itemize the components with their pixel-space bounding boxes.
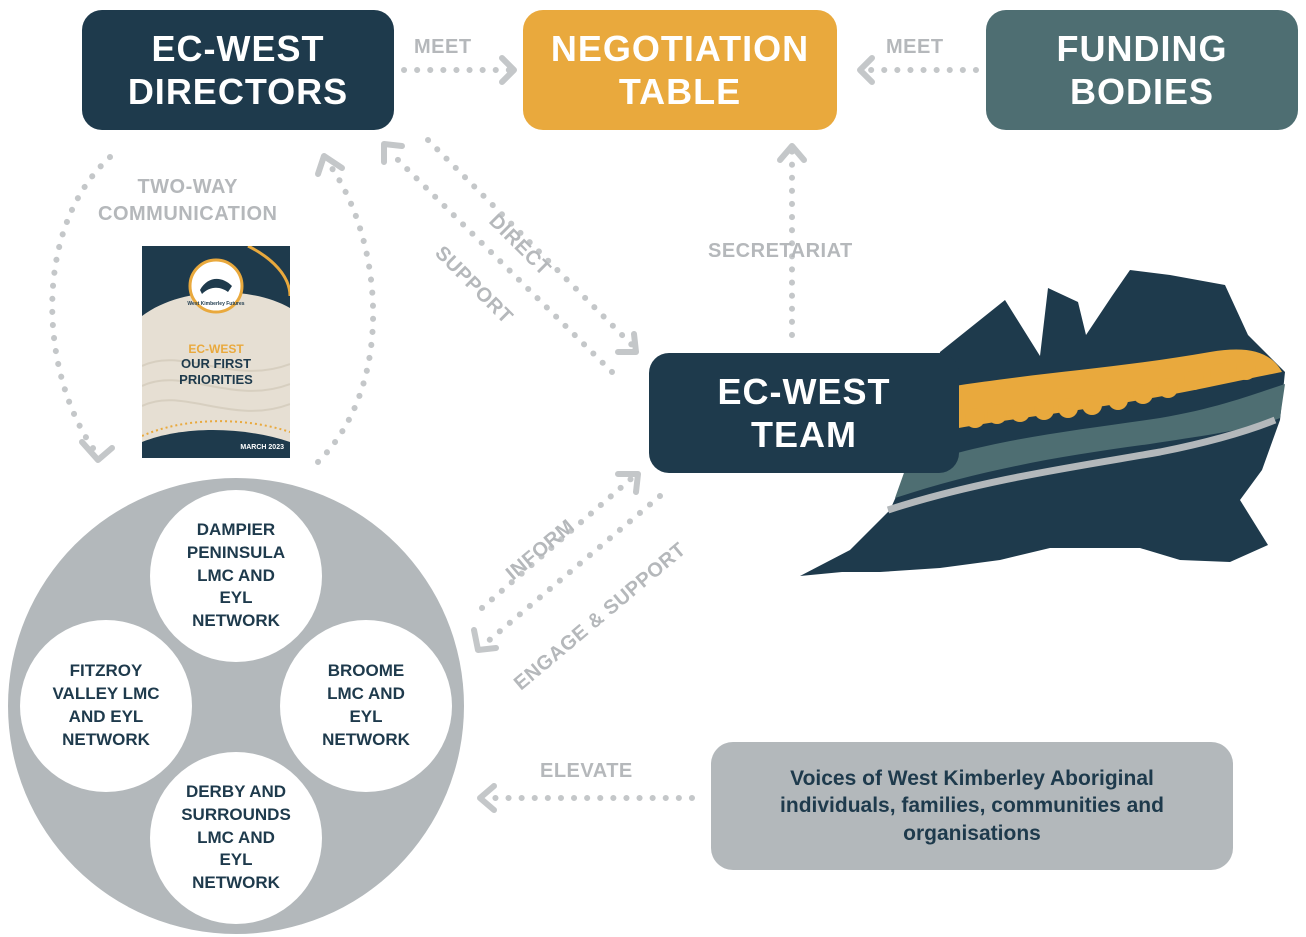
secretariat-label: SECRETARIAT [708, 240, 853, 262]
meet-right-label: MEET [886, 36, 944, 58]
arrowhead-direct [615, 331, 639, 355]
two-way-communication-label: TWO-WAY COMMUNICATION [98, 176, 278, 225]
negotiation-label: NEGOTIATION TABLE [550, 27, 810, 112]
meet-left-label: MEET [414, 36, 472, 58]
priorities-document-cover: West Kimberley Futures EC-WEST OUR FIRST… [142, 246, 290, 458]
cover-subtitle: EC-WEST [188, 342, 244, 356]
negotiation-table-box: NEGOTIATION TABLE [523, 10, 837, 130]
network-broome: BROOME LMC AND EYL NETWORK [280, 620, 452, 792]
arrow-support [387, 149, 615, 375]
ec-west-directors-box: EC-WEST DIRECTORS [82, 10, 394, 130]
cover-date: MARCH 2023 [240, 444, 284, 451]
network-derby-surrounds: DERBY AND SURROUNDS LMC AND EYL NETWORK [150, 752, 322, 924]
team-label: EC-WEST TEAM [717, 370, 891, 455]
ec-west-team-box: EC-WEST TEAM [649, 353, 959, 473]
cover-title: OUR FIRST PRIORITIES [179, 356, 253, 387]
voices-label: Voices of West Kimberley Aboriginal indi… [780, 767, 1164, 845]
arrow-direct [425, 137, 635, 348]
arrow-two-way-left [49, 154, 113, 458]
arrow-two-way-right [315, 157, 377, 465]
arrowhead-two-way-right [315, 153, 345, 177]
cover-logo-text: West Kimberley Futures [187, 301, 245, 307]
arrowhead-engage-support [471, 627, 499, 653]
network-fitzroy-valley: FITZROY VALLEY LMC AND EYL NETWORK [20, 620, 192, 792]
arrow-engage-support [477, 493, 663, 651]
funding-label: FUNDING BODIES [1056, 27, 1228, 112]
arrowhead-support [381, 141, 405, 165]
voices-box: Voices of West Kimberley Aboriginal indi… [711, 742, 1233, 870]
arrowhead-meet-left [499, 55, 517, 85]
arrowhead-meet-right [857, 55, 875, 85]
arrowhead-elevate [477, 783, 497, 813]
elevate-label: ELEVATE [540, 760, 633, 782]
arrowhead-secretariat [777, 143, 807, 163]
directors-label: EC-WEST DIRECTORS [127, 27, 349, 112]
network-dampier-peninsula: DAMPIER PENINSULA LMC AND EYL NETWORK [150, 490, 322, 662]
arrowhead-two-way-left [79, 439, 115, 463]
cover-background [142, 246, 290, 458]
funding-bodies-box: FUNDING BODIES [986, 10, 1298, 130]
arrowhead-inform [615, 471, 641, 495]
